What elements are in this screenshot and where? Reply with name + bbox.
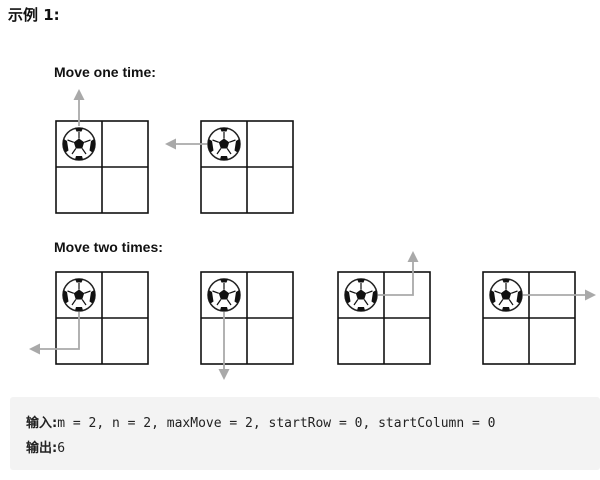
soccer-ball-icon	[207, 126, 241, 161]
section-two-title: Move two times:	[54, 239, 163, 255]
output-line: 输出:6	[26, 436, 600, 461]
two-move-grid-right-right	[482, 271, 596, 365]
two-move-grid-down-left	[29, 271, 149, 365]
arrow-down-down-head	[218, 369, 230, 380]
arrow-right-up-head	[407, 251, 419, 262]
input-value: m = 2, n = 2, maxMove = 2, startRow = 0,…	[57, 416, 496, 431]
soccer-ball-icon	[344, 277, 378, 312]
arrow-right-right-head	[585, 289, 596, 301]
soccer-ball-icon	[62, 126, 96, 161]
one-move-grid-up	[55, 89, 149, 214]
example-heading: 示例 1:	[8, 6, 60, 24]
soccer-ball-icon	[489, 277, 523, 312]
input-label: 输入:	[26, 416, 58, 431]
arrow-down-left-head	[29, 343, 40, 355]
soccer-ball-icon	[207, 277, 241, 312]
two-move-grid-right-up	[337, 251, 431, 365]
example-io-block: 输入:m = 2, n = 2, maxMove = 2, startRow =…	[10, 397, 600, 470]
input-line: 输入:m = 2, n = 2, maxMove = 2, startRow =…	[26, 411, 600, 436]
one-move-grid-left	[165, 120, 294, 214]
out-of-boundary-paths-diagram: Move one time: Move two times:	[29, 64, 596, 380]
output-value: 6	[57, 441, 66, 456]
two-move-grid-down-down	[200, 271, 294, 380]
arrow-right-up	[378, 262, 414, 296]
soccer-ball-icon	[62, 277, 96, 312]
arrow-up-head	[73, 89, 85, 100]
arrow-left-head	[165, 138, 176, 150]
arrow-down-left	[40, 312, 80, 350]
section-one-title: Move one time:	[54, 64, 156, 80]
output-label: 输出:	[26, 441, 58, 456]
